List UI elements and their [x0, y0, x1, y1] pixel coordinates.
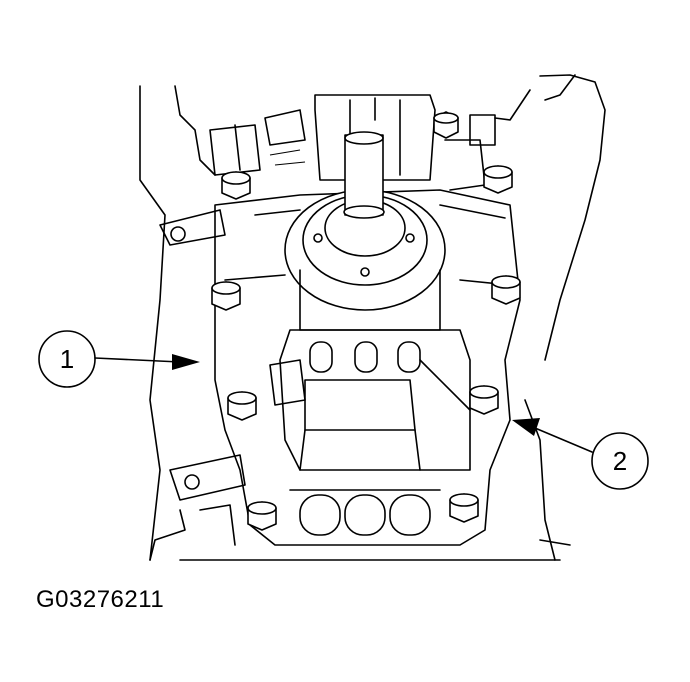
callout-2-arrowhead — [172, 354, 200, 370]
cover-plate — [159, 189, 521, 546]
figure-id: G03276211 — [36, 586, 165, 613]
bolts — [211, 111, 521, 531]
callout-2-label: 1 — [60, 344, 74, 374]
crankshaft-seal — [284, 131, 446, 331]
bolt-upper-right — [483, 165, 513, 194]
bolt-lower-right — [469, 385, 499, 415]
callout-2-circle — [38, 330, 96, 388]
callout-2: 1 — [38, 330, 200, 388]
bolt-lower-left — [227, 391, 257, 421]
callout-2-leader — [94, 357, 181, 363]
callout-1-label: 2 — [613, 446, 627, 476]
bolt-mid-left — [211, 281, 241, 311]
callout-1-leader — [534, 427, 593, 453]
callout-1: 2 — [512, 418, 649, 490]
bolt-mid-right — [491, 275, 521, 305]
lower-ribs — [179, 489, 561, 561]
callout-1-circle — [591, 432, 649, 490]
bolt-bottom-right — [449, 493, 479, 523]
middle-section — [269, 329, 471, 471]
bolt-upper-left — [221, 171, 251, 200]
upper-block — [209, 94, 496, 191]
callout-1-arrowhead — [512, 418, 540, 436]
bolt-upper-top — [433, 111, 459, 139]
bolt-bottom-left — [247, 501, 277, 531]
